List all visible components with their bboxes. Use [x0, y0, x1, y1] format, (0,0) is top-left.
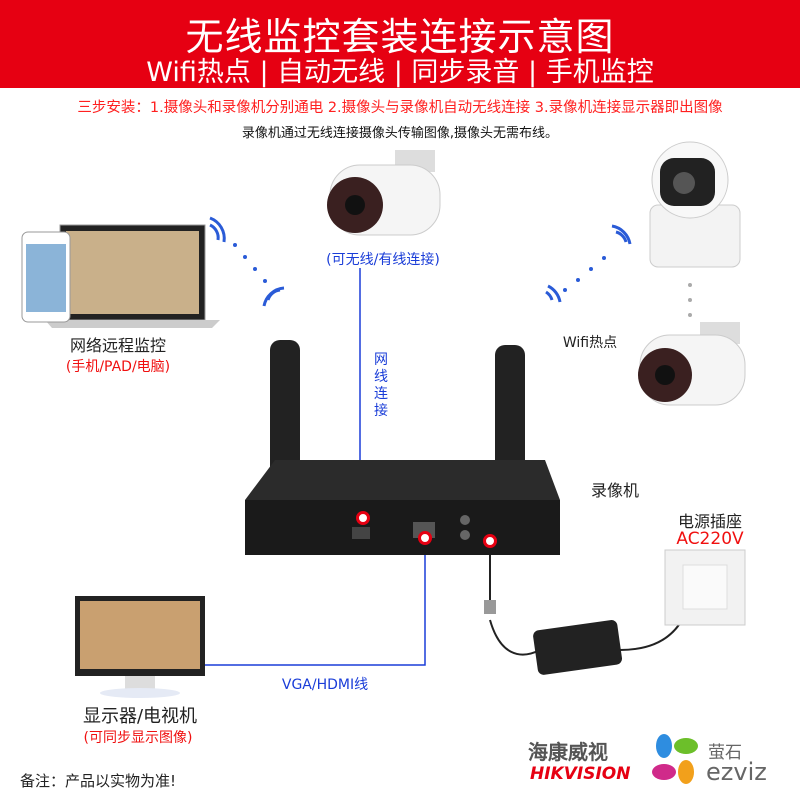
- vga-cable: [205, 545, 426, 666]
- hikvision-logo-en: HIKVISION: [530, 764, 631, 784]
- bullet-camera-top: [327, 150, 441, 236]
- nvr-label: 录像机: [590, 481, 640, 500]
- network-cable-label: 网线连接: [374, 352, 388, 419]
- vga-cable-label: VGA/HDMI线: [281, 677, 369, 693]
- hikvision-logo-cn: 海康威视: [528, 740, 608, 764]
- power-socket: [664, 549, 746, 626]
- display-sub-label: (可同步显示图像): [83, 730, 193, 746]
- ezviz-logo-en: ezviz: [706, 758, 767, 786]
- page-title: 无线监控套装连接示意图: [185, 15, 615, 59]
- bullet-camera-right: [638, 322, 746, 406]
- display-label: 显示器/电视机: [82, 706, 198, 727]
- wifi-icon: [209, 216, 632, 307]
- ezviz-logo-icon: [652, 734, 698, 784]
- wireless-note: 录像机通过无线连接摄像头传输图像,摄像头无需布线。: [241, 126, 559, 141]
- nvr-recorder: [245, 340, 560, 555]
- ezviz-logo-cn: 萤石: [708, 743, 742, 763]
- disclaimer: 备注：产品以实物为准!: [20, 772, 177, 790]
- laptop-phone: [21, 224, 220, 328]
- power-port-marker: [483, 534, 497, 548]
- feature-subtitle: Wifi热点 | 自动无线 | 同步录音 | 手机监控: [146, 57, 654, 88]
- wifi-hotspot-label: Wifi热点: [562, 335, 618, 351]
- vga-port-marker: [418, 531, 432, 545]
- pt-camera: [649, 141, 741, 268]
- camera-connection-label: (可无线/有线连接): [326, 252, 440, 268]
- power-adapter: [484, 600, 623, 675]
- remote-monitor-label: 网络远程监控: [69, 336, 167, 355]
- install-steps: 三步安装：1.摄像头和录像机分别通电 2.摄像头与录像机自动无线连接 3.录像机…: [77, 100, 723, 116]
- lan-port-marker: [356, 511, 370, 525]
- wifi-dots: [233, 243, 692, 317]
- power-socket-label: 电源插座: [677, 512, 743, 531]
- remote-devices-label: (手机/PAD/电脑): [65, 359, 171, 375]
- monitor: [75, 596, 205, 698]
- header-banner: [0, 0, 800, 88]
- voltage-label: AC220V: [676, 529, 744, 549]
